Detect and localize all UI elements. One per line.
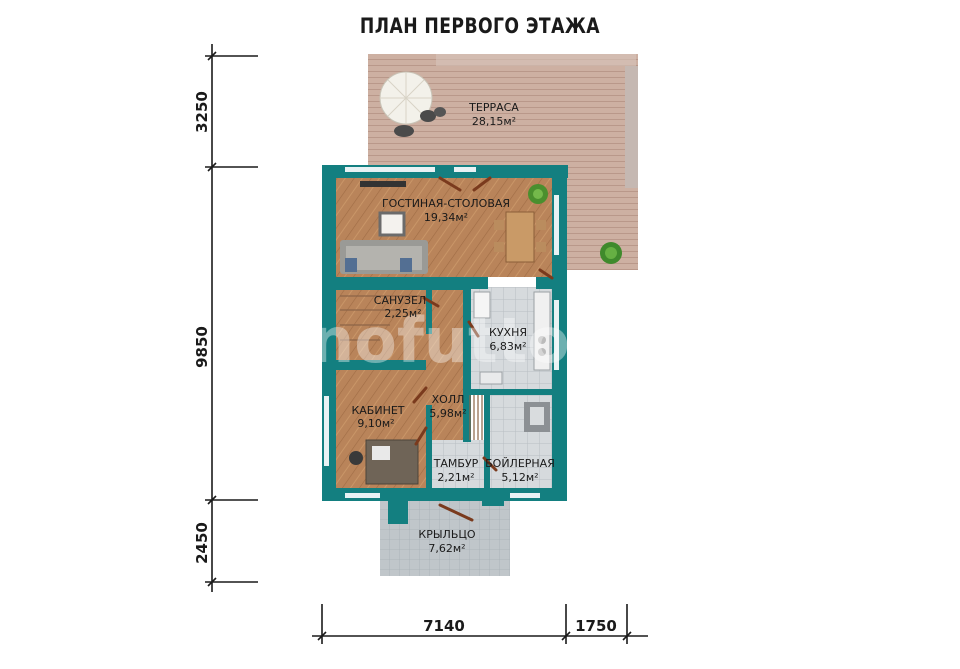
room-name-kitchen: КУХНЯ xyxy=(489,326,527,339)
room-name-bath: САНУЗЕЛ xyxy=(374,294,426,307)
room-area-vestibule: 2,21м² xyxy=(437,471,474,484)
stairs-icon xyxy=(340,295,483,440)
boiler-icon xyxy=(524,402,550,432)
sofa-icon xyxy=(340,240,428,274)
room-name-study: КАБИНЕТ xyxy=(351,404,404,417)
windows xyxy=(324,167,559,498)
room-labels: ТЕРРАСА 28,15м² ГОСТИНАЯ-СТОЛОВАЯ 19,34м… xyxy=(351,101,554,555)
house-walls xyxy=(322,165,568,524)
room-area-terrace: 28,15м² xyxy=(472,115,516,128)
terrace-plant-icon xyxy=(600,242,622,264)
coffee-table-icon xyxy=(378,211,406,237)
patio-umbrella-icon xyxy=(379,71,446,137)
door-swings xyxy=(412,176,554,522)
room-name-vestibule: ТАМБУР xyxy=(433,457,479,470)
dining-table-icon xyxy=(494,211,546,263)
room-area-living: 19,34м² xyxy=(424,211,468,224)
room-area-study: 9,10м² xyxy=(357,417,394,430)
plan-title: ПЛАН ПЕРВОГО ЭТАЖА xyxy=(359,14,601,38)
dim-vertical-3250: 3250 xyxy=(193,91,211,133)
dimension-lines xyxy=(205,44,648,644)
room-area-porch: 7,62м² xyxy=(428,542,465,555)
tv-icon xyxy=(360,181,406,187)
vestibule-floor xyxy=(432,440,484,488)
room-name-boiler: БОЙЛЕРНАЯ xyxy=(485,457,555,470)
room-area-kitchen: 6,83м² xyxy=(489,340,526,353)
dim-vertical-9850: 9850 xyxy=(193,326,211,368)
room-area-hall: 5,98м² xyxy=(429,407,466,420)
room-name-terrace: ТЕРРАСА xyxy=(468,101,519,114)
dimension-labels: 3250 9850 2450 7140 1750 xyxy=(193,91,617,635)
indoor-plant-icon xyxy=(528,184,548,204)
watermark: nofutto xyxy=(310,304,570,377)
room-area-boiler: 5,12м² xyxy=(501,471,538,484)
room-name-living: ГОСТИНАЯ-СТОЛОВАЯ xyxy=(382,197,510,210)
kitchen-appliances-icon xyxy=(473,291,551,385)
room-area-bath: 2,25м² xyxy=(384,307,421,320)
dim-vertical-2450: 2450 xyxy=(193,522,211,564)
desk-icon xyxy=(349,439,419,485)
room-name-porch: КРЫЛЬЦО xyxy=(418,528,476,541)
room-name-hall: ХОЛЛ xyxy=(432,393,465,406)
dim-horizontal-7140: 7140 xyxy=(423,617,465,635)
dim-horizontal-1750: 1750 xyxy=(575,617,617,635)
